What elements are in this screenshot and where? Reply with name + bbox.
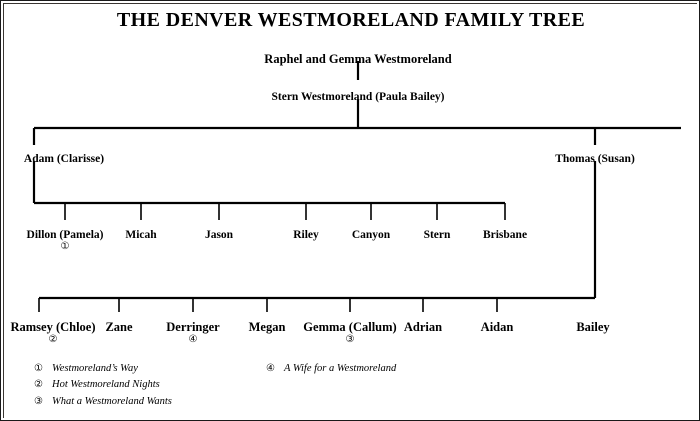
- node-label: Adrian: [403, 320, 443, 334]
- node-label: Gemma (Callum): [303, 320, 397, 334]
- page-title: THE DENVER WESTMORELAND FAMILY TREE: [116, 9, 586, 31]
- tree-node-aidan: Aidan: [480, 320, 514, 334]
- legend-item-hot-westmoreland-nights: ② Hot Westmoreland Nights: [34, 377, 172, 393]
- node-label: Zane: [105, 320, 133, 334]
- tree-node-zane: Zane: [105, 320, 133, 334]
- node-label: Jason: [204, 229, 234, 241]
- node-label: Riley: [293, 229, 319, 241]
- legend-book-title: A Wife for a Westmoreland: [284, 363, 397, 374]
- node-label: Thomas (Susan): [555, 153, 635, 165]
- legend-item-a-wife-for-a-westmoreland: ④ A Wife for a Westmoreland: [266, 361, 396, 377]
- node-label: Derringer: [166, 320, 220, 334]
- tree-node-riley: Riley: [293, 229, 319, 241]
- tree-node-brisbane: Brisbane: [483, 229, 527, 241]
- legend-item-what-a-westmoreland-wants: ③ What a Westmoreland Wants: [34, 394, 172, 410]
- tree-node-gemma-callum: Gemma (Callum)③: [303, 320, 397, 346]
- tree-node-stern-westmoreland-paula-bailey: Stern Westmoreland (Paula Bailey): [271, 91, 444, 103]
- node-label: Stern Westmoreland (Paula Bailey): [271, 91, 445, 103]
- tree-node-megan: Megan: [248, 320, 286, 334]
- legend-book-title: Hot Westmoreland Nights: [52, 379, 160, 391]
- tree-node-stern: Stern: [424, 229, 451, 241]
- tree-node-dillon-pamela: Dillon (Pamela)①: [27, 229, 104, 253]
- legend-marker: ③: [34, 395, 43, 407]
- tree-node-adam-clarisse: Adam (Clarisse): [24, 153, 104, 165]
- node-label: Stern: [423, 229, 451, 241]
- legend-book-title: What a Westmoreland Wants: [52, 395, 172, 407]
- node-label: Micah: [125, 229, 157, 241]
- node-label: Raphel and Gemma Westmoreland: [264, 52, 452, 66]
- tree-node-thomas-susan: Thomas (Susan): [555, 153, 635, 165]
- node-label: Megan: [248, 320, 286, 334]
- legend-item-westmoreland-s-way: ① Westmoreland’s Way: [34, 361, 172, 377]
- node-label: Brisbane: [482, 229, 528, 241]
- node-label: Aidan: [480, 320, 514, 334]
- node-label: Dillon (Pamela): [26, 229, 104, 241]
- tree-node-micah: Micah: [125, 229, 156, 241]
- legend: ① Westmoreland’s Way ② Hot Westmoreland Nig…: [34, 361, 654, 411]
- node-label: Canyon: [351, 229, 391, 241]
- legend-column-right: ④ A Wife for a Westmoreland: [266, 361, 396, 377]
- tree-node-adrian: Adrian: [403, 320, 443, 334]
- tree-node-bailey: Bailey: [576, 320, 610, 334]
- node-book-marker: ②: [48, 334, 58, 346]
- node-label: Ramsey (Chloe): [10, 320, 96, 334]
- tree-node-ramsey-chloe: Ramsey (Chloe)②: [10, 320, 96, 346]
- node-book-marker: ①: [60, 241, 70, 253]
- legend-marker: ④: [266, 363, 275, 374]
- legend-column-left: ① Westmoreland’s Way ② Hot Westmoreland Nig…: [34, 361, 172, 410]
- tree-node-canyon: Canyon: [352, 229, 390, 241]
- node-label: Bailey: [576, 320, 610, 334]
- tree-node-raphel-and-gemma-westmoreland: Raphel and Gemma Westmoreland: [264, 52, 452, 66]
- legend-marker: ①: [34, 363, 43, 374]
- node-book-marker: ③: [345, 334, 355, 346]
- legend-book-title: Westmoreland’s Way: [52, 363, 138, 374]
- node-book-marker: ④: [188, 334, 198, 346]
- legend-marker: ②: [34, 379, 43, 391]
- node-label: Adam (Clarisse): [23, 153, 105, 165]
- tree-node-jason: Jason: [205, 229, 233, 241]
